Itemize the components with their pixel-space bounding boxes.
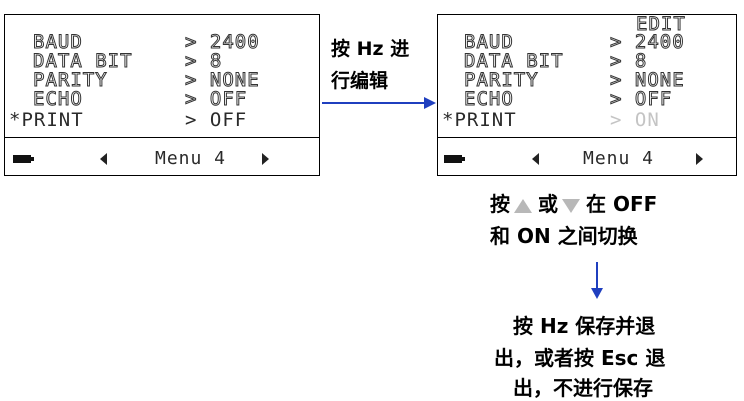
lcd-screen-before: BAUD DATA BIT PARITY ECHO *PRINT > 2400 … xyxy=(4,14,320,176)
lcd-divider xyxy=(5,137,319,138)
lcd-value-data-bit: > 8 xyxy=(609,50,648,72)
battery-icon xyxy=(13,155,34,163)
lcd-value-parity: > NONE xyxy=(185,69,260,91)
lcd-mode-label: EDIT xyxy=(636,13,686,35)
save-instruction-line1: 按 Hz 保存并退 xyxy=(513,314,656,338)
battery-icon xyxy=(444,155,465,163)
lcd-value-parity: > NONE xyxy=(610,69,685,91)
triangle-left-icon xyxy=(532,153,539,165)
edit-arrow xyxy=(322,97,436,109)
lcd-screen-edit: EDIT BAUD DATA BIT PARITY ECHO *PRINT > … xyxy=(437,14,737,176)
toggle-text-press: 按 xyxy=(490,192,510,216)
arrow-label-line1: 按 Hz 进 xyxy=(331,38,410,60)
lcd-value-data-bit: > 8 xyxy=(184,50,223,72)
lcd-label-echo: ECHO xyxy=(464,88,514,110)
lcd-menu-label: Menu 4 xyxy=(583,148,655,169)
triangle-down-icon xyxy=(562,198,580,213)
lcd-value-echo: > OFF xyxy=(609,88,673,110)
arrow-label-line2: 行编辑 xyxy=(331,70,389,92)
triangle-right-icon xyxy=(262,153,269,165)
lcd-value-baud: > 2400 xyxy=(185,31,260,53)
lcd-label-data-bit: DATA BIT xyxy=(464,50,564,72)
lcd-label-parity: PARITY xyxy=(464,69,539,91)
triangle-left-icon xyxy=(100,153,107,165)
triangle-right-icon xyxy=(696,153,703,165)
lcd-menu-label: Menu 4 xyxy=(155,148,227,169)
save-instruction-line2: 出，或者按 Esc 退 xyxy=(494,346,666,370)
lcd-label-print: *PRINT xyxy=(442,109,517,131)
lcd-label-echo: ECHO xyxy=(33,88,83,110)
save-arrow xyxy=(591,262,603,299)
lcd-label-baud: BAUD xyxy=(33,31,83,53)
triangle-up-icon xyxy=(514,198,532,213)
toggle-text-or: 或 xyxy=(538,192,558,216)
toggle-instruction-line1: 按 或 在 OFF xyxy=(490,188,657,217)
toggle-text-at-off: 在 OFF xyxy=(586,192,658,216)
lcd-label-baud: BAUD xyxy=(464,31,514,53)
lcd-value-print: > OFF xyxy=(185,109,248,131)
lcd-label-parity: PARITY xyxy=(33,69,108,91)
lcd-value-print-editing: > ON xyxy=(610,109,660,131)
toggle-instruction-line2: 和 ON 之间切换 xyxy=(490,224,638,248)
lcd-value-echo: > OFF xyxy=(184,88,248,110)
save-instruction-line3: 出，不进行保存 xyxy=(513,376,653,400)
lcd-value-baud: > 2400 xyxy=(610,31,685,53)
lcd-divider xyxy=(438,137,736,138)
lcd-label-print: *PRINT xyxy=(9,109,84,131)
lcd-label-data-bit: DATA BIT xyxy=(33,50,133,72)
